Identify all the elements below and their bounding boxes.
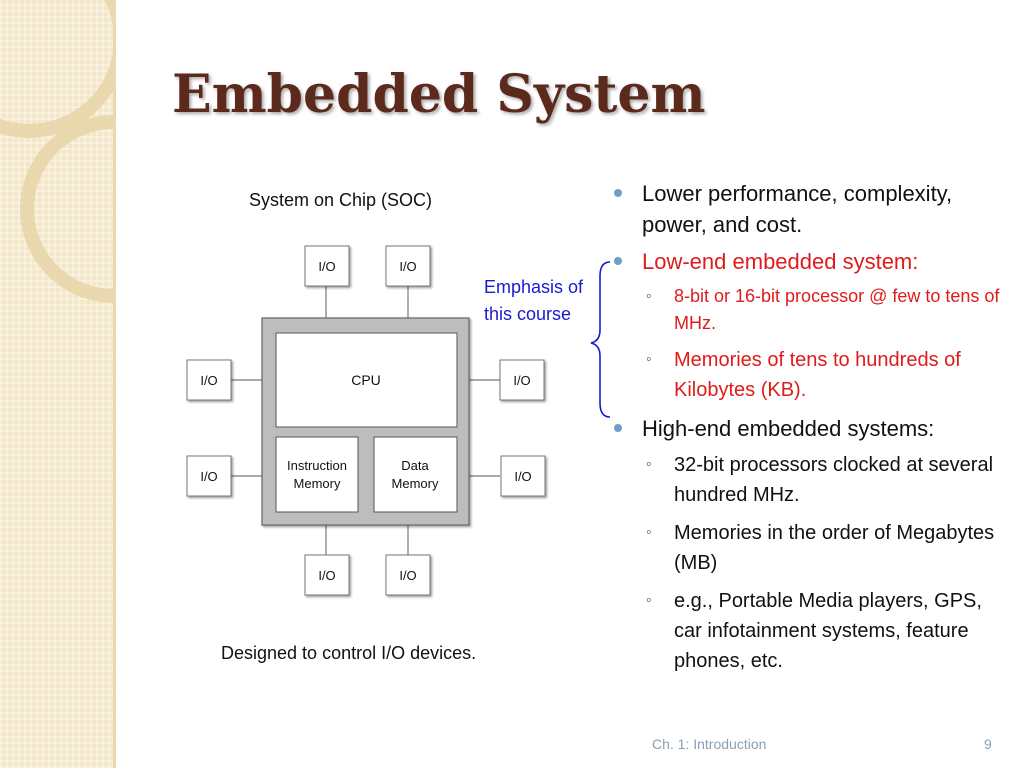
sub-bullet-high-end-memory: Memories in the order of Megabytes (MB)	[612, 518, 1012, 578]
page-number: 9	[984, 736, 992, 752]
data-memory-label-1: Data	[401, 458, 429, 473]
io-box-bottom-left: I/O	[304, 554, 350, 596]
connector-lines	[231, 286, 500, 555]
io-label: I/O	[318, 259, 335, 274]
io-label: I/O	[514, 469, 531, 484]
emphasis-line-1: Emphasis of	[484, 277, 584, 297]
bullet-high-end: High-end embedded systems:	[612, 413, 1012, 444]
emphasis-brace	[590, 261, 611, 418]
io-label: I/O	[318, 568, 335, 583]
io-box-top-right: I/O	[385, 245, 431, 287]
bullet-list: Lower performance, complexity, power, an…	[612, 178, 1012, 684]
io-box-left-lower: I/O	[186, 455, 232, 497]
io-box-bottom-right: I/O	[385, 554, 431, 596]
emphasis-annotation: Emphasis of this course	[484, 274, 604, 328]
sub-bullet-high-end-processor: 32-bit processors clocked at several hun…	[612, 450, 1012, 510]
instruction-memory-label-1: Instruction	[287, 458, 347, 473]
io-label: I/O	[200, 469, 217, 484]
decorative-left-band	[0, 0, 113, 768]
footer-chapter: Ch. 1: Introduction	[652, 736, 767, 752]
io-box-left-upper: I/O	[186, 359, 232, 401]
instruction-memory-label-2: Memory	[294, 476, 341, 491]
cpu-block	[275, 332, 458, 428]
io-label: I/O	[399, 259, 416, 274]
diagram-caption-top: System on Chip (SOC)	[249, 190, 433, 210]
bullet-low-end: Low-end embedded system:	[612, 246, 1012, 277]
emphasis-line-2: this course	[484, 304, 572, 324]
io-box-right-upper: I/O	[499, 359, 545, 401]
bullet-lower-performance: Lower performance, complexity, power, an…	[612, 178, 1012, 240]
instruction-memory-block	[275, 436, 359, 513]
band-edge-line	[113, 0, 116, 768]
io-label: I/O	[399, 568, 416, 583]
io-label: I/O	[200, 373, 217, 388]
sub-bullet-high-end-examples: e.g., Portable Media players, GPS, car i…	[612, 586, 1012, 676]
sub-bullet-low-end-memory: Memories of tens to hundreds of Kilobyte…	[612, 345, 1012, 405]
io-box-right-lower: I/O	[500, 455, 546, 497]
sub-bullet-low-end-processor: 8-bit or 16-bit processor @ few to tens …	[612, 283, 1012, 337]
diagram-caption-bottom: Designed to control I/O devices.	[221, 643, 477, 663]
slide-title: Embedded System	[172, 64, 706, 125]
io-label: I/O	[513, 373, 530, 388]
data-memory-block	[373, 436, 458, 513]
data-memory-label-2: Memory	[392, 476, 439, 491]
cpu-label: CPU	[351, 372, 381, 388]
io-box-top-left: I/O	[304, 245, 350, 287]
